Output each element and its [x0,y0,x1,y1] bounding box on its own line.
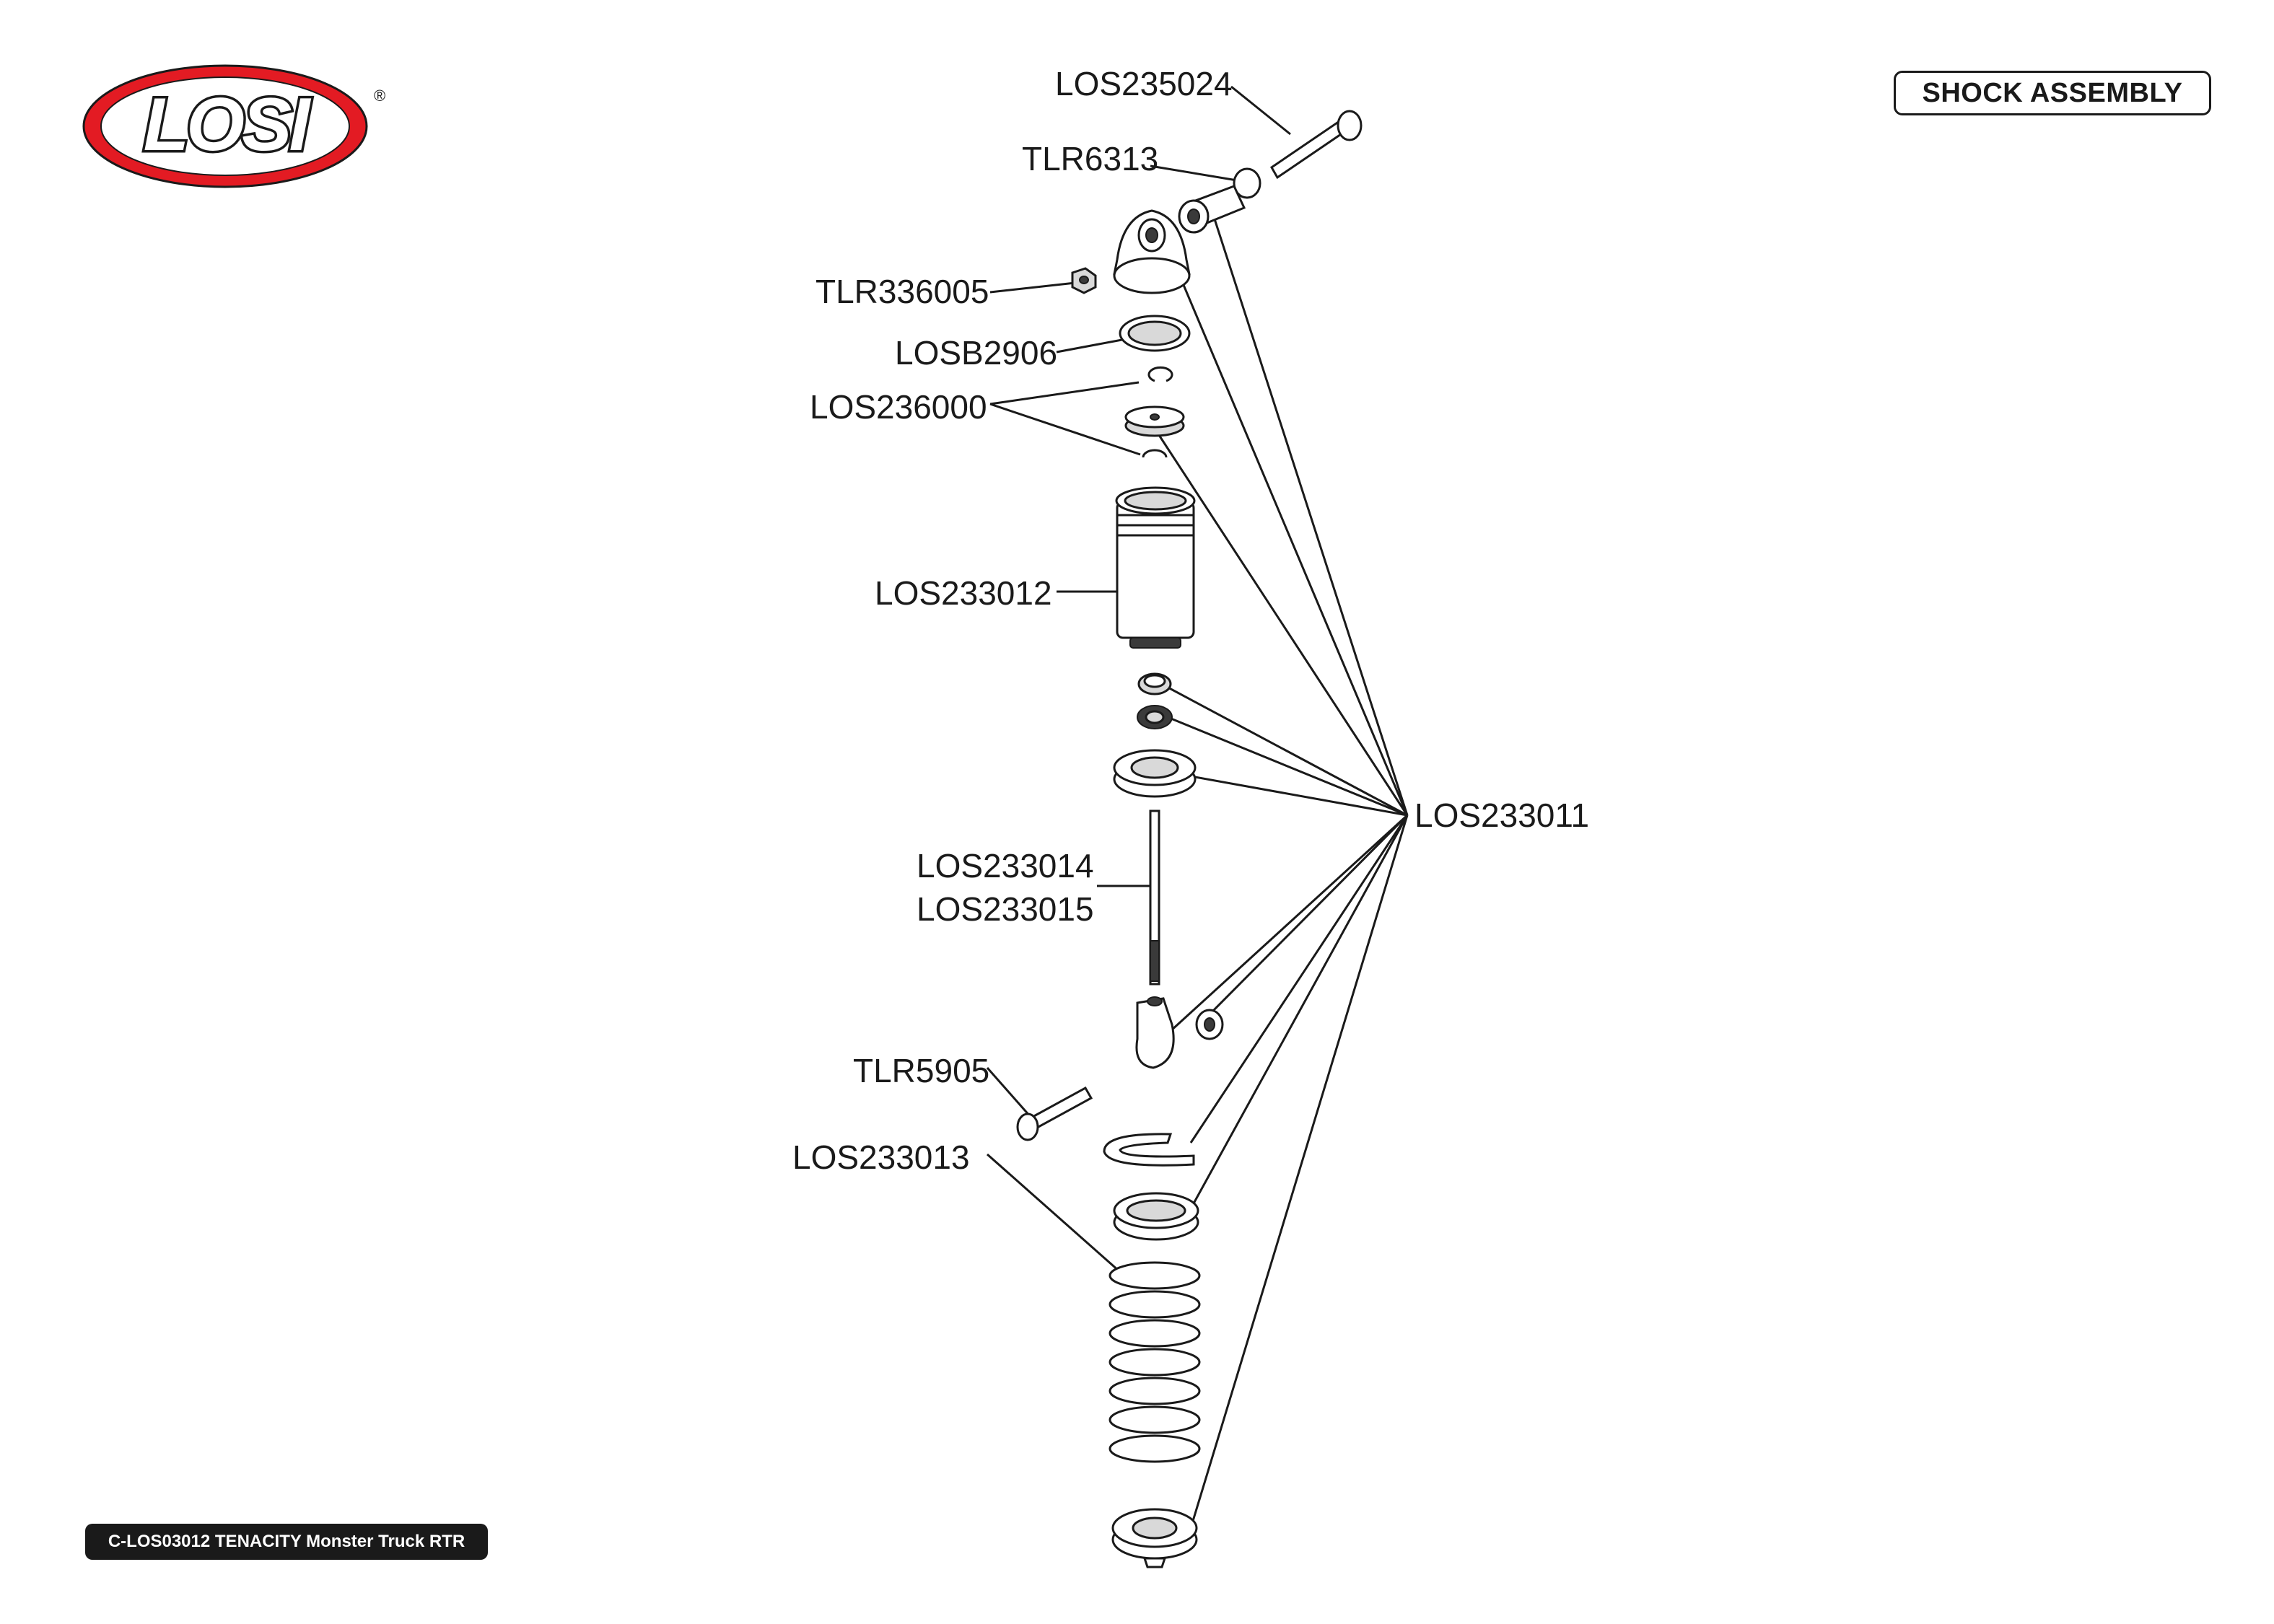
leader-lines [986,85,1409,1529]
page-title: SHOCK ASSEMBLY [1894,71,2211,115]
logo-text: LOSI [144,83,312,167]
spring-collar [1113,1192,1199,1241]
piston [1124,405,1185,437]
logo-registered-mark: ® [374,87,385,105]
spring-clip [1103,1133,1195,1167]
label-spring: LOS233013 [792,1138,970,1176]
label-shaft-b: LOS233015 [917,890,1094,928]
label-bushing-top: TLR6313 [1022,140,1158,177]
model-footer: C-LOS03012 TENACITY Monster Truck RTR [85,1524,488,1560]
label-shared-parts: LOS233011 [1414,796,1589,834]
screw-top [1270,110,1363,180]
bushing-bottom [1195,1009,1224,1040]
spring [1108,1261,1201,1463]
label-screw-top: LOS235024 [1055,65,1233,102]
seal-ring [1137,705,1173,729]
shock-cap [1113,209,1191,294]
label-nut: TLR336005 [815,273,989,310]
o-ring-cap [1119,315,1191,352]
label-o-ring-cap: LOSB2906 [895,334,1057,372]
bottom-cap [1113,749,1197,798]
rod-end [1135,996,1175,1069]
bushing-top [1178,167,1261,234]
seal-small [1137,672,1172,695]
nut [1071,267,1097,294]
label-piston-clips: LOS236000 [810,388,987,426]
shock-shaft [1149,809,1160,986]
losi-logo: LOSI ® [82,64,385,188]
piston-clip-lower [1142,449,1168,458]
label-shock-body: LOS233012 [875,574,1052,612]
piston-clip-upper [1147,366,1173,382]
screw-bottom [1016,1086,1093,1141]
shock-body [1115,486,1196,649]
label-shaft-a: LOS233014 [917,847,1094,885]
label-screw-bottom: TLR5905 [853,1052,989,1089]
spring-cup [1111,1508,1198,1568]
